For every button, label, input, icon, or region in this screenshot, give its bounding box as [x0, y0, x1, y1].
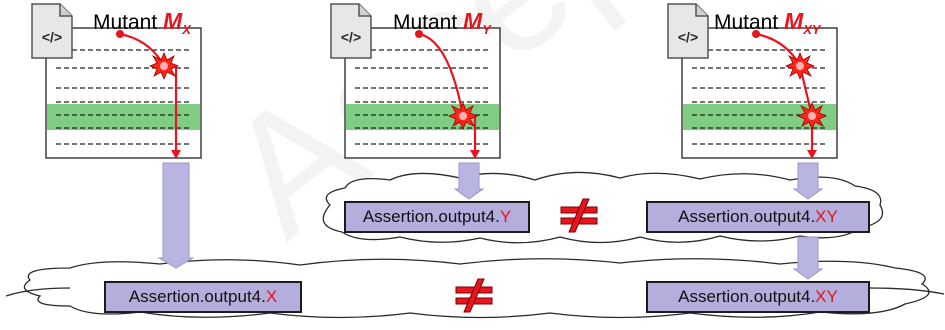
mutant-x-title: Mutant MX — [93, 8, 191, 37]
assertion-suffix: XY — [815, 207, 838, 226]
mutant-y-subscript: Y — [482, 22, 491, 37]
fault-arrowhead — [807, 150, 817, 159]
mutant-xy-title: Mutant MXY — [714, 8, 821, 37]
assertion-box-bottom-left: Assertion.output4.X — [104, 281, 302, 313]
cloud-tail-left — [5, 287, 71, 297]
flow-arrow-mutant-x — [157, 162, 195, 269]
highlighted-row — [47, 104, 200, 130]
mutant-xy-symbol: M — [784, 8, 804, 34]
mutant-y-title: Mutant MY — [393, 8, 491, 37]
fault-origin-dot — [415, 30, 423, 38]
mutant-y-symbol: M — [463, 8, 483, 34]
assertion-text: Assertion.output4. — [678, 207, 816, 226]
code-file-icon — [667, 3, 709, 59]
mutant-xy-code-panel — [667, 3, 838, 159]
flow-arrow-mutant-y — [453, 162, 485, 200]
not-equal-icon-bottom — [455, 278, 493, 313]
assertion-suffix: Y — [499, 207, 512, 226]
fault-arrowhead — [171, 150, 181, 159]
assertion-text: Assertion.output4. — [362, 207, 500, 226]
assertion-suffix: X — [265, 287, 278, 306]
code-file-icon — [31, 3, 73, 59]
fault-burst-icon — [149, 52, 179, 80]
flow-arrow-mutant-xy — [792, 162, 824, 200]
assertion-suffix: XY — [815, 287, 838, 306]
mutant-x-subscript: X — [182, 22, 191, 37]
mutant-y-code-panel — [330, 3, 501, 159]
fault-burst-icon — [785, 52, 815, 80]
fault-arrowhead — [470, 150, 480, 159]
mutant-y-prefix: Mutant — [393, 11, 464, 34]
fault-origin-dot — [752, 30, 760, 38]
assertion-box-top-left: Assertion.output4.Y — [344, 201, 530, 233]
assertion-box-bottom-right: Assertion.output4.XY — [646, 281, 870, 313]
code-file-icon — [330, 3, 372, 59]
fault-burst-icon — [448, 102, 478, 130]
assertion-text: Assertion.output4. — [128, 287, 266, 306]
mutant-x-prefix: Mutant — [93, 11, 164, 34]
mutant-xy-prefix: Mutant — [714, 11, 785, 34]
fault-origin-dot — [116, 30, 124, 38]
assertion-box-top-right: Assertion.output4.XY — [646, 201, 870, 233]
mutant-x-code-panel — [31, 3, 202, 159]
mutant-x-symbol: M — [163, 8, 183, 34]
flow-arrow-xy-down — [792, 236, 824, 280]
mutant-xy-subscript: XY — [803, 22, 821, 37]
assertion-text: Assertion.output4. — [678, 287, 816, 306]
not-equal-icon-top — [560, 198, 598, 233]
cloud-tail-right — [869, 287, 945, 295]
fault-burst-icon — [797, 102, 827, 130]
